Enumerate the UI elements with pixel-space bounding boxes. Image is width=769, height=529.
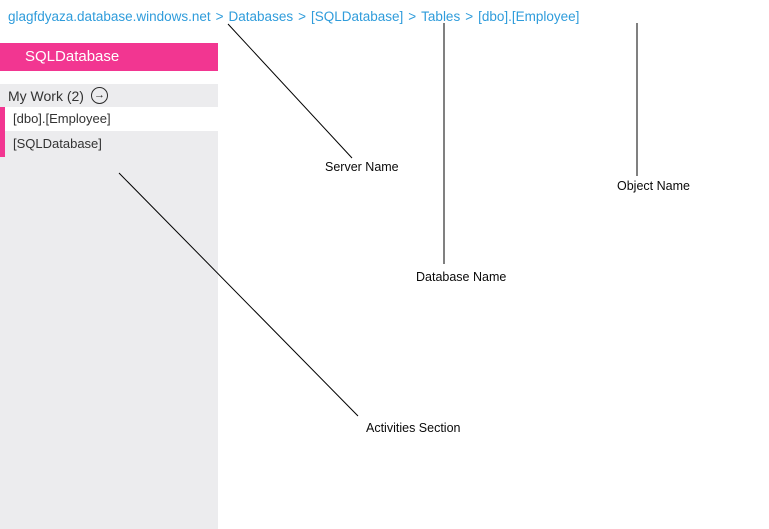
breadcrumb-separator: > (298, 9, 306, 24)
circle-right-arrow-icon[interactable]: → (90, 87, 108, 104)
annotation-line-server-name (227, 23, 353, 159)
breadcrumb-object[interactable]: [dbo].[Employee] (478, 9, 580, 24)
breadcrumb-separator: > (465, 9, 474, 24)
my-work-label: My Work (2) (8, 87, 84, 104)
breadcrumb-separator: > (408, 9, 417, 24)
database-name-annotation-label: Database Name (416, 270, 507, 284)
breadcrumb-tables[interactable]: Tables (421, 9, 461, 24)
list-item-employee-table[interactable]: [dbo].[Employee] (0, 107, 218, 131)
activities-section-panel: My Work (2) → [dbo].[Employee] [SQLDatab… (0, 84, 218, 529)
object-name-annotation-label: Object Name (617, 179, 690, 193)
breadcrumb-server[interactable]: glagfdyaza.database.windows.net (8, 9, 211, 24)
activities-section-annotation-label: Activities Section (366, 421, 461, 435)
list-item-sqldatabase[interactable]: [SQLDatabase] (13, 136, 102, 151)
breadcrumb-separator: > (215, 9, 224, 24)
breadcrumb: glagfdyaza.database.windows.net > Database… (8, 9, 579, 24)
breadcrumb-databases[interactable]: Databases (228, 9, 294, 24)
server-name-annotation-label: Server Name (325, 160, 399, 174)
sidebar-database-title: SQLDatabase (0, 43, 218, 71)
breadcrumb-database[interactable]: [SQLDatabase] (310, 9, 404, 24)
my-work-header[interactable]: My Work (2) → (0, 84, 218, 107)
selection-accent-strip (0, 107, 5, 157)
